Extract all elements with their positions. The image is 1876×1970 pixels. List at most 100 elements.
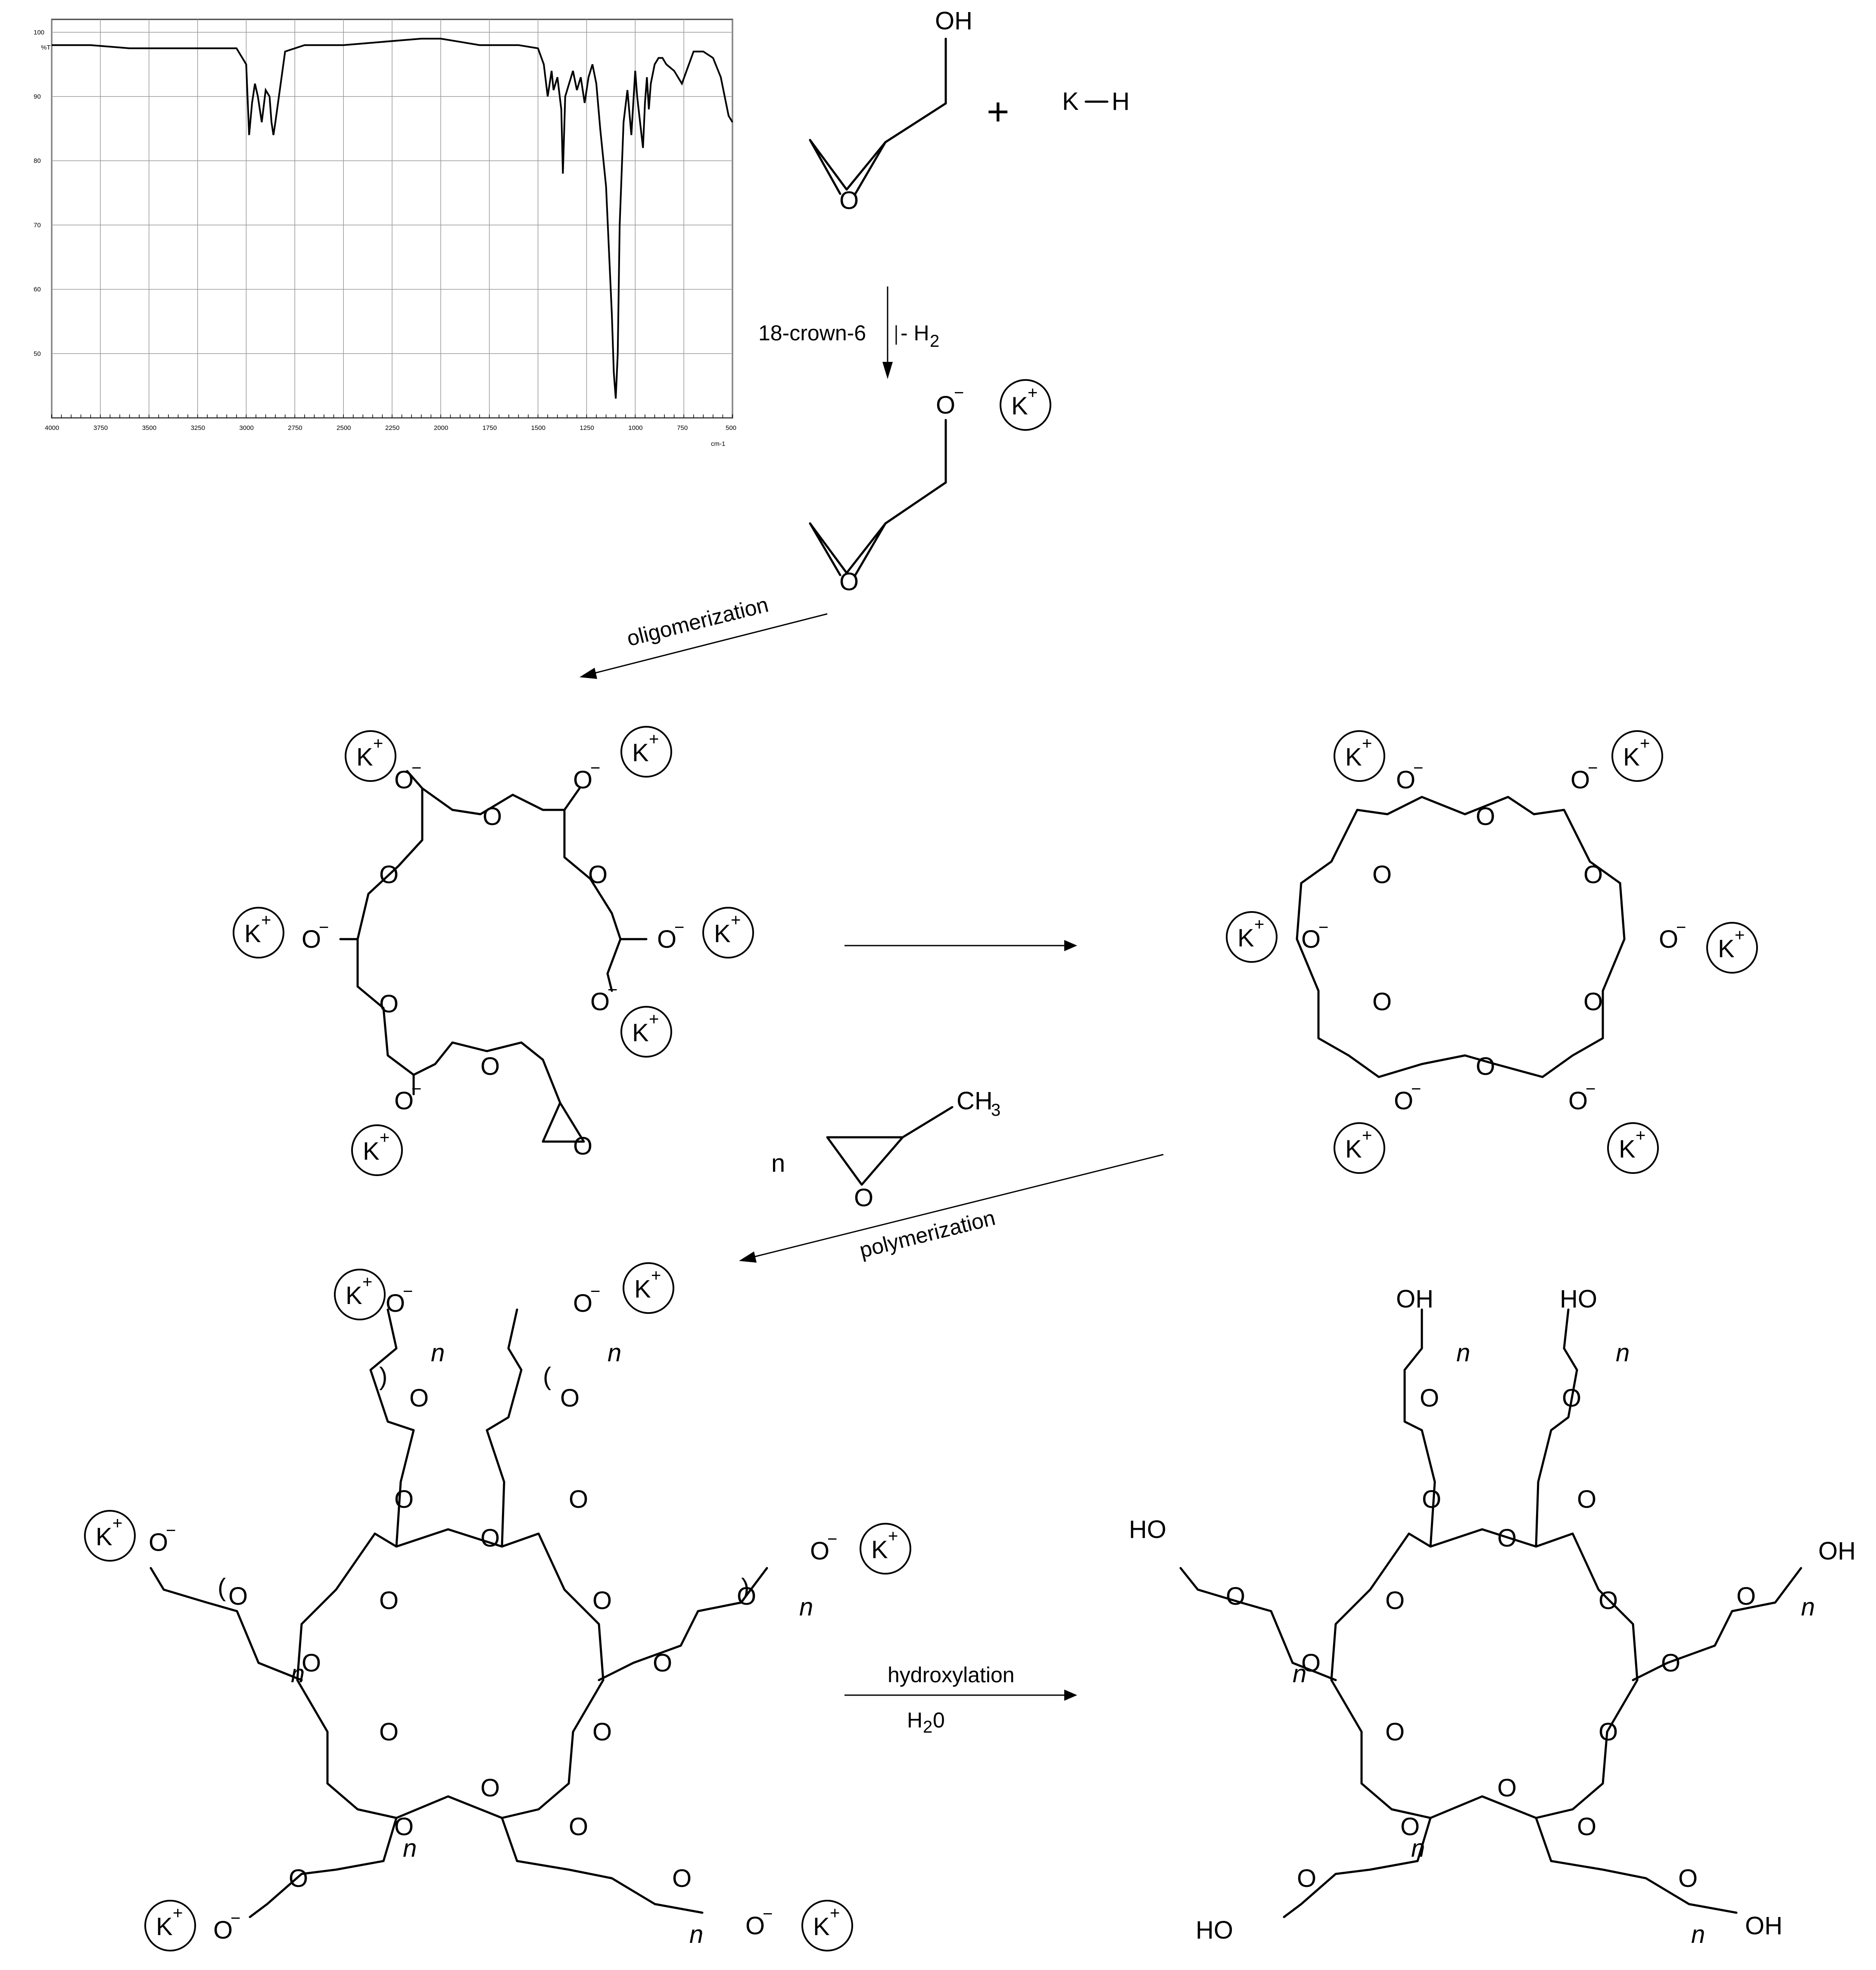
anion-charge: − <box>827 1530 837 1549</box>
potassium-cation-circle <box>345 730 396 782</box>
ether-oxygen: O <box>737 1582 756 1610</box>
oxygen: O <box>745 1912 765 1940</box>
y-tick-label: 100 <box>34 29 44 36</box>
oxygen: O <box>213 1916 233 1944</box>
potassium-cation-circle <box>620 1006 672 1058</box>
cation-charge: + <box>731 911 741 930</box>
ether-oxygen: O <box>1301 1649 1321 1677</box>
ether-oxygen: O <box>569 1813 588 1841</box>
oxygen: O <box>590 988 610 1016</box>
potassium-cation: K <box>1237 924 1254 952</box>
svg-text:hydroxylation: hydroxylation <box>888 1663 1015 1687</box>
oxygen: O <box>1571 766 1590 794</box>
ether-oxygen: O <box>592 1718 612 1746</box>
ether-oxygen: O <box>379 1718 399 1746</box>
ether-oxygen: O <box>569 1485 588 1513</box>
x-tick-label: 2500 <box>337 424 351 432</box>
svg-text:O: O <box>854 1184 873 1212</box>
svg-text:3: 3 <box>991 1101 1000 1120</box>
anion-charge: − <box>590 759 600 778</box>
hydroxyl-label: OH <box>935 7 972 35</box>
potassium-cation: K <box>156 1913 173 1941</box>
oligomerization-arrow: oligomerization <box>580 592 828 679</box>
ether-oxygen: O <box>1400 1813 1420 1841</box>
ether-oxygen: O <box>1497 1524 1517 1552</box>
x-tick-label: 1500 <box>531 424 545 432</box>
ether-oxygen: O <box>1385 1587 1405 1615</box>
ether-oxygen: O <box>1736 1582 1756 1610</box>
cation-charge: + <box>649 1010 659 1029</box>
oxygen: O <box>394 1087 414 1115</box>
ether-oxygen: O <box>1420 1384 1439 1412</box>
oxygen: O <box>810 1537 829 1565</box>
potassium-cation: K <box>363 1137 380 1165</box>
potassium-cation-circle <box>1334 1122 1385 1174</box>
hydroxyl-end: OH <box>1396 1285 1433 1313</box>
repeat-n: n <box>403 1834 417 1862</box>
cation-charge: + <box>373 734 383 753</box>
ether-oxygen: O <box>1599 1587 1618 1615</box>
x-tick-label: 1250 <box>580 424 594 432</box>
cation-charge: + <box>649 730 659 749</box>
cation-charge: + <box>888 1527 898 1546</box>
x-tick-label: 750 <box>677 424 688 432</box>
potassium-cation-circle <box>1226 911 1278 963</box>
polymerization-arrow: polymerization <box>739 1154 1164 1263</box>
y-tick-label: 70 <box>34 221 41 229</box>
anion-charge: − <box>590 1282 600 1301</box>
potassium-cation: K <box>244 920 261 948</box>
ether-oxygen: O <box>1497 1774 1517 1802</box>
svg-text:H: H <box>907 1708 922 1732</box>
byproduct-label: - H <box>901 321 929 345</box>
anion-charge: − <box>403 1282 413 1301</box>
ether-oxygen: O <box>1385 1718 1405 1746</box>
ether-oxygen: O <box>394 1485 414 1513</box>
ether-oxygen: O <box>409 1384 429 1412</box>
ether-oxygen: O <box>1422 1485 1441 1513</box>
y-unit-label: %T <box>41 44 51 51</box>
ether-oxygen: O <box>560 1384 580 1412</box>
cation-charge: + <box>1735 926 1745 945</box>
cation-charge: + <box>362 1273 372 1292</box>
ether-oxygen: O <box>588 861 608 889</box>
cation-charge: + <box>1254 915 1264 934</box>
oxygen: O <box>1568 1087 1588 1115</box>
anion-charge: − <box>1586 1080 1596 1099</box>
cyclic-oligomer <box>1296 796 1626 1078</box>
anion-charge: − <box>1413 759 1423 778</box>
ether-oxygen: O <box>592 1587 612 1615</box>
ether-oxygen: O <box>1297 1864 1316 1892</box>
x-tick-label: 3500 <box>142 424 156 432</box>
potassium-cation: K <box>1345 743 1362 771</box>
cation-charge: + <box>261 911 271 930</box>
cation-charge: + <box>1636 1126 1645 1145</box>
potassium-cation-circle <box>623 1262 674 1314</box>
x-tick-label: 2000 <box>434 424 448 432</box>
potassium-cation: K <box>1718 935 1735 963</box>
ether-oxygen: O <box>1372 861 1392 889</box>
repeat-n: n <box>1691 1920 1705 1948</box>
anion-charge: − <box>674 918 684 937</box>
x-tick-label: 2250 <box>385 424 399 432</box>
hydroxyl-end: HO <box>1560 1285 1597 1313</box>
spectrum-series-line <box>52 37 733 399</box>
svg-text:H: H <box>1112 87 1130 115</box>
x-tick-label: 1750 <box>483 424 497 432</box>
x-tick-label: 3250 <box>191 424 205 432</box>
hydroxyl-end: HO <box>1129 1516 1166 1544</box>
oxygen: O <box>1301 925 1321 953</box>
potassium-cation-circle <box>702 907 754 959</box>
bracket: ( <box>543 1363 551 1391</box>
potassium-cation: K <box>634 1275 651 1303</box>
svg-text:O: O <box>936 391 955 419</box>
ether-oxygen: O <box>1583 988 1603 1016</box>
potassium-cation: K <box>632 1019 649 1047</box>
svg-text:oligomerization: oligomerization <box>624 592 771 651</box>
ether-oxygen: O <box>1583 861 1603 889</box>
oxygen: O <box>149 1528 168 1556</box>
oxygen: O <box>386 1289 405 1317</box>
ether-oxygen: O <box>1226 1582 1245 1610</box>
ether-oxygen: O <box>480 1774 500 1802</box>
